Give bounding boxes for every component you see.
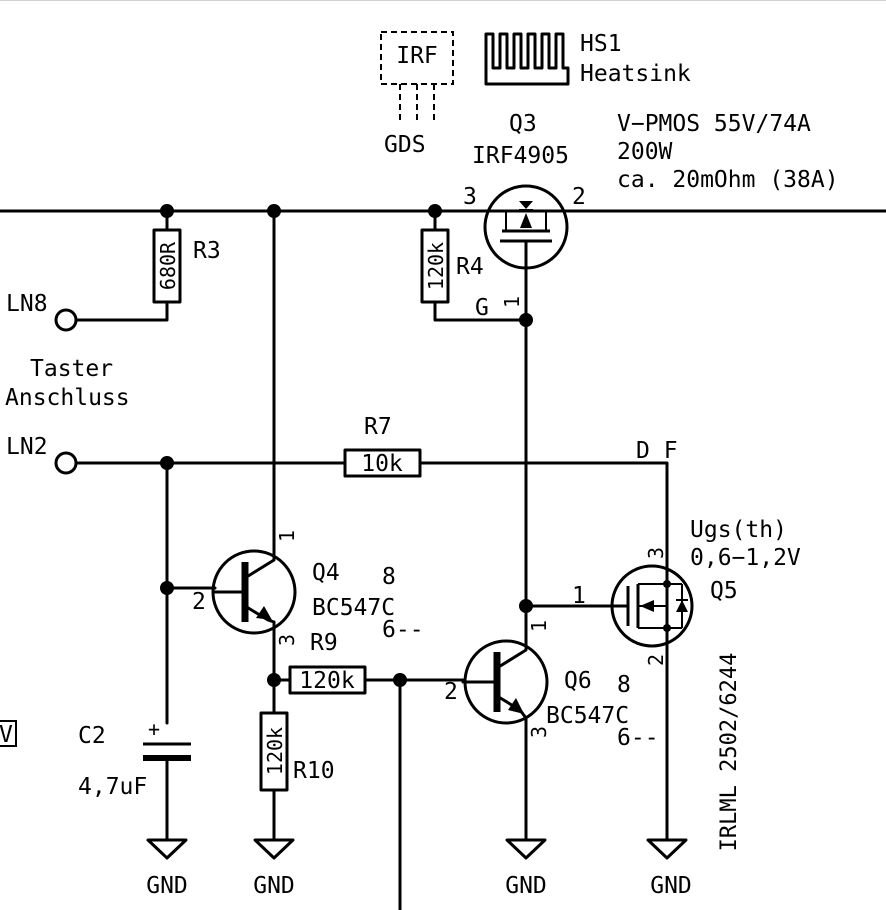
q4-ref: Q4 bbox=[312, 560, 340, 586]
gnd-label: GND bbox=[253, 873, 295, 899]
r10-ref: R10 bbox=[293, 758, 335, 784]
junction-dot bbox=[267, 673, 281, 687]
q3-part: IRF4905 bbox=[472, 143, 569, 169]
r7-resistor-icon[interactable] bbox=[343, 448, 422, 478]
r3-ref: R3 bbox=[193, 238, 221, 264]
wire-r4-gate bbox=[433, 300, 528, 322]
footprint-pins: GDS bbox=[384, 132, 426, 158]
r9-resistor-icon[interactable] bbox=[288, 665, 367, 695]
q4-pin-emitter: 3 bbox=[275, 634, 299, 646]
heatsink-icon[interactable] bbox=[484, 32, 570, 86]
offscreen-label-box bbox=[0, 720, 17, 747]
ln8-label: LN8 bbox=[6, 291, 48, 317]
df-net-label: D_F bbox=[636, 438, 678, 464]
ln2-terminal-icon[interactable] bbox=[54, 451, 78, 475]
q5-pin-source: 2 bbox=[644, 654, 668, 666]
footprint-label: IRF bbox=[396, 43, 438, 69]
c2-ref: C2 bbox=[78, 723, 106, 749]
ln2-label: LN2 bbox=[6, 434, 48, 460]
q5-nmos-icon[interactable] bbox=[610, 564, 694, 648]
q3-spec: ca. 20mOhm (38A) bbox=[617, 167, 839, 193]
q3-ref: Q3 bbox=[509, 111, 537, 137]
junctions bbox=[160, 204, 533, 687]
q6-pin-collector: 1 bbox=[527, 620, 551, 632]
q5-ref: Q5 bbox=[710, 578, 738, 604]
q3-spec: 200W bbox=[617, 139, 673, 165]
q3-pin-gate: 1 bbox=[500, 296, 524, 308]
q5-vth-value: 0,6−1,2V bbox=[690, 545, 801, 571]
r7-ref: R7 bbox=[364, 414, 392, 440]
q6-pin-base: 2 bbox=[444, 679, 458, 705]
q4-grade: 8 bbox=[382, 564, 396, 590]
q5-part: IRLML 2502/6244 bbox=[717, 653, 742, 852]
q4-grade2: 6-- bbox=[382, 617, 424, 643]
r9-value: 120k bbox=[299, 668, 355, 694]
q6-grade2: 6-- bbox=[617, 725, 659, 751]
junction-dot bbox=[160, 581, 174, 595]
q6-pin-emitter: 3 bbox=[527, 726, 551, 738]
r3-value: 680R bbox=[156, 241, 180, 290]
c2-polarity: + bbox=[148, 717, 160, 741]
r4-ref: R4 bbox=[456, 254, 484, 280]
r4-value: 120k bbox=[424, 242, 448, 290]
r10-resistor-icon[interactable] bbox=[259, 711, 289, 792]
junction-dot bbox=[267, 204, 281, 218]
q6-ref: Q6 bbox=[564, 668, 592, 694]
r4-resistor-icon[interactable] bbox=[420, 228, 450, 304]
q4-part: BC547C bbox=[312, 595, 395, 621]
wire-r7-df bbox=[418, 461, 669, 582]
ground-icon bbox=[146, 838, 188, 860]
r7-value: 10k bbox=[361, 451, 403, 477]
r9-ref: R9 bbox=[310, 630, 338, 656]
q3-spec: V−PMOS 55V/74A bbox=[617, 111, 811, 137]
connector-caption: Anschluss bbox=[5, 385, 130, 411]
q5-pin-drain: 3 bbox=[644, 547, 668, 559]
q5-vth-label: Ugs(th) bbox=[690, 517, 787, 543]
q4-npn-icon[interactable] bbox=[211, 549, 297, 635]
q3-pin-drain: 2 bbox=[572, 184, 586, 210]
junction-dot bbox=[160, 204, 174, 218]
c2-capacitor-icon[interactable] bbox=[143, 742, 191, 761]
gnd-label: GND bbox=[650, 873, 692, 899]
junction-dot bbox=[428, 204, 442, 218]
ground-icon bbox=[646, 838, 688, 860]
ln8-terminal-icon[interactable] bbox=[54, 308, 78, 332]
gnd-label: GND bbox=[505, 873, 547, 899]
q4-pin-collector: 1 bbox=[275, 530, 299, 542]
hs1-ref: HS1 bbox=[580, 31, 622, 57]
q5-pin-gate: 1 bbox=[572, 583, 586, 609]
r10-value: 120k bbox=[263, 727, 287, 775]
r3-resistor-icon[interactable] bbox=[152, 228, 182, 304]
q3-pin-source: 3 bbox=[463, 184, 477, 210]
junction-dot bbox=[393, 673, 407, 687]
q6-part: BC547C bbox=[546, 703, 629, 729]
hs1-label: Heatsink bbox=[580, 61, 691, 87]
junction-dot bbox=[519, 313, 533, 327]
junction-dot bbox=[160, 456, 174, 470]
gnd-label: GND bbox=[146, 873, 188, 899]
connector-caption: Taster bbox=[30, 356, 113, 382]
ground-icon bbox=[253, 838, 295, 860]
offscreen-label-text: V bbox=[0, 722, 13, 748]
q6-grade: 8 bbox=[617, 672, 631, 698]
ground-icon bbox=[505, 838, 547, 860]
junction-dot bbox=[519, 599, 533, 613]
q6-npn-icon[interactable] bbox=[461, 639, 549, 725]
q4-pin-base: 2 bbox=[192, 589, 206, 615]
c2-value: 4,7uF bbox=[78, 774, 147, 800]
q3-pmos-icon[interactable] bbox=[476, 184, 570, 270]
gate-net-label: G bbox=[475, 295, 489, 321]
wire-r3-ln8 bbox=[74, 300, 169, 322]
